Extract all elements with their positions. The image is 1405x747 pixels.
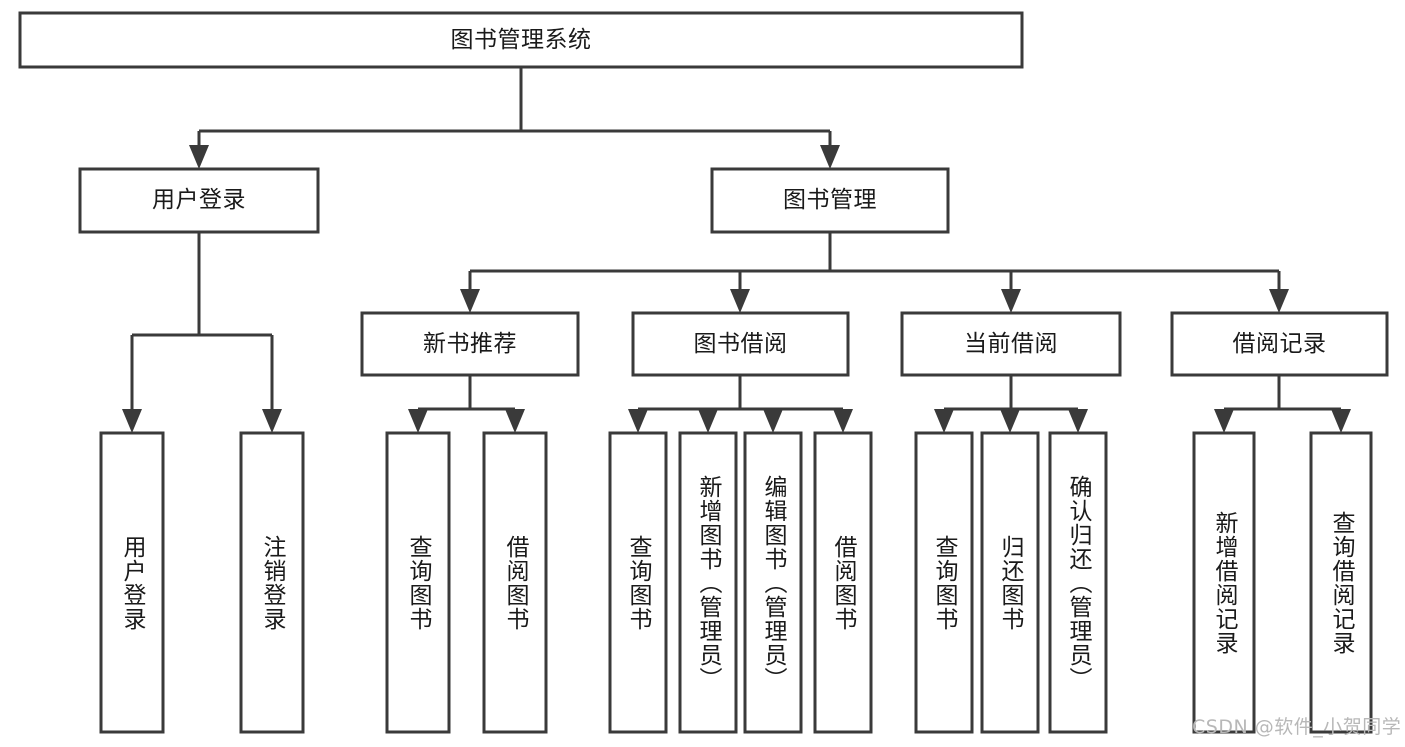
arrow-head-leaf-edit-book [763,409,783,433]
arrow-head-leaf-user-login [122,409,142,433]
connector-new-book-recommend-to-leaves [408,375,525,433]
arrow-head-leaf-query-book-recommend [408,409,428,433]
arrow-head-borrow-record [1269,289,1289,313]
node-box-leaf-borrow-book[interactable] [813,431,873,734]
node-box-leaf-query-book-borrow[interactable] [608,431,668,734]
node-box-leaf-return-book[interactable] [980,431,1040,734]
arrow-head-leaf-logout [262,409,282,433]
node-box-current-borrow[interactable] [900,311,1122,377]
node-box-new-book-recommend[interactable] [360,311,580,377]
node-box-leaf-borrow-book-recommend[interactable] [482,431,548,734]
connector-book-management-to-level3 [460,232,1289,313]
node-box-leaf-user-login[interactable] [99,431,165,734]
arrow-head-leaf-query-book-borrow [628,409,648,433]
arrow-head-leaf-confirm-return [1068,409,1088,433]
watermark-text: CSDN @软件_小贺同学 [1192,716,1402,738]
node-box-user-login[interactable] [78,167,320,234]
node-box-book-borrow[interactable] [631,311,850,377]
arrow-head-new-book-recommend [460,289,480,313]
node-box-leaf-query-book-current[interactable] [914,431,974,734]
arrow-head-book-management [820,145,840,169]
node-box-root[interactable] [18,11,1024,69]
arrow-head-leaf-add-book [698,409,718,433]
arrow-head-leaf-borrow-book-recommend [505,409,525,433]
arrow-head-user-login [189,145,209,169]
node-box-leaf-query-book-recommend[interactable] [385,431,451,734]
arrow-head-leaf-query-book-current [934,409,954,433]
arrow-head-leaf-borrow-book [833,409,853,433]
node-box-leaf-query-borrow-record[interactable] [1309,431,1373,734]
connector-user-login-to-leaves [122,232,282,433]
node-box-leaf-add-borrow-record[interactable] [1192,431,1256,734]
node-box-borrow-record[interactable] [1170,311,1389,377]
arrow-head-current-borrow [1001,289,1021,313]
node-box-leaf-add-book[interactable] [678,431,738,734]
connector-book-borrow-to-leaves [628,375,853,433]
connector-root-to-level2 [189,67,840,169]
node-box-leaf-confirm-return[interactable] [1048,431,1108,734]
connector-borrow-record-to-leaves [1214,375,1351,433]
arrow-head-leaf-add-borrow-record [1214,409,1234,433]
node-box-leaf-logout[interactable] [239,431,305,734]
node-box-leaf-edit-book[interactable] [743,431,803,734]
arrow-head-book-borrow [730,289,750,313]
connector-current-borrow-to-leaves [934,375,1088,433]
arrow-head-leaf-query-borrow-record [1331,409,1351,433]
node-box-book-management[interactable] [710,167,950,234]
arrow-head-leaf-return-book [1000,409,1020,433]
